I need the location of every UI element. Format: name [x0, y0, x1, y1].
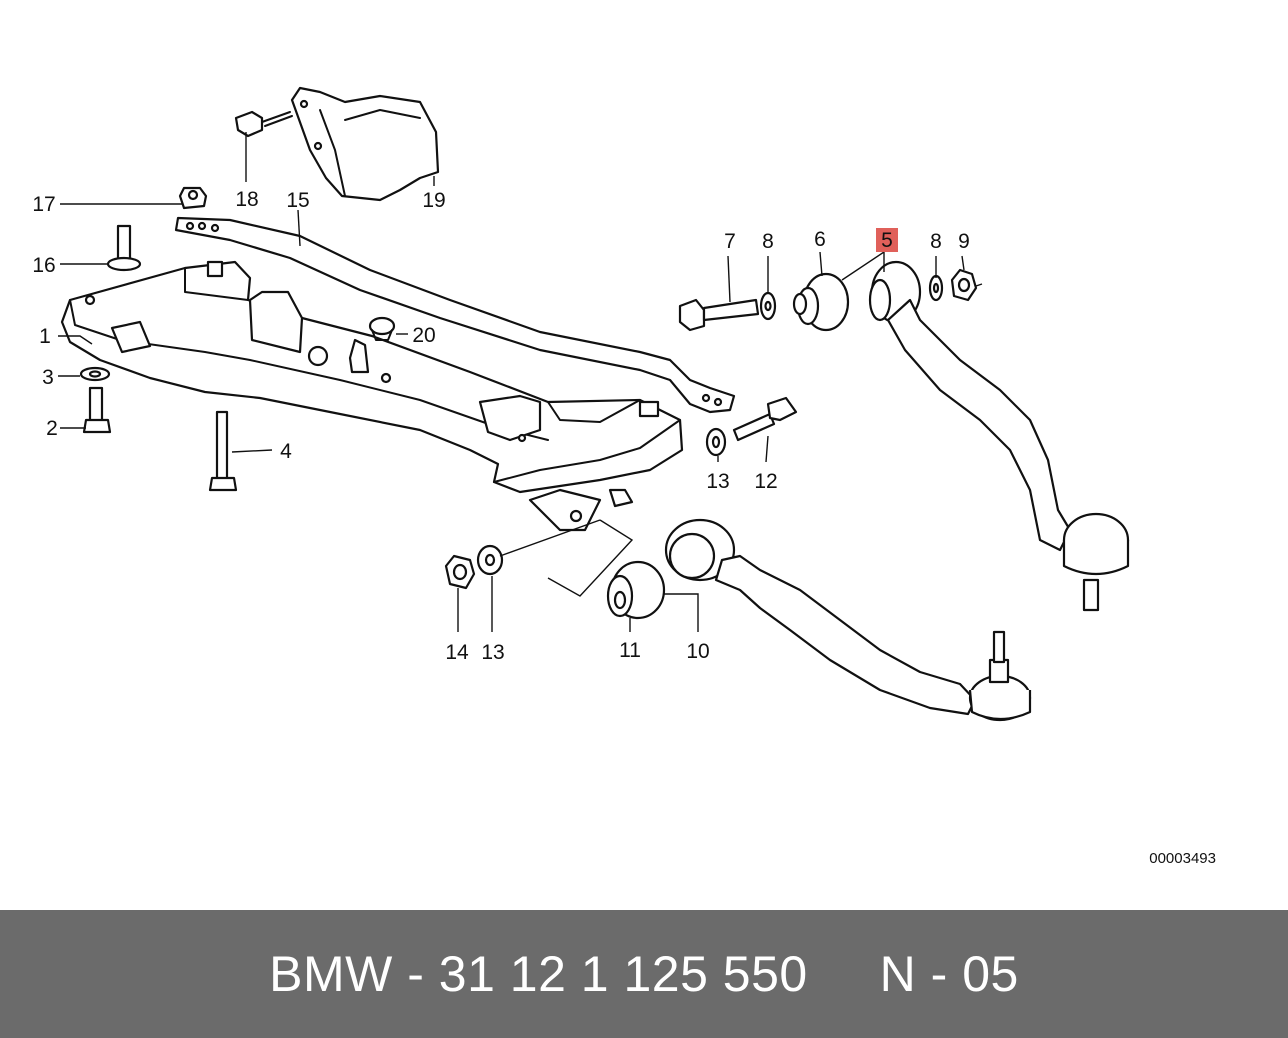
leader-lines: [58, 132, 965, 632]
assembly-line-lower: [499, 519, 601, 557]
label-8-left: 8: [762, 230, 774, 253]
label-6: 6: [814, 228, 826, 251]
parts-diagram: 17 16 1 3 2 4 18 15 19 20 7 8 6 5 8 9 13…: [32, 86, 1216, 867]
footer-bar: BMW - 31 12 1 125 550 N - 05: [0, 910, 1288, 1038]
nut-17: [178, 186, 208, 210]
control-arm-10: [664, 518, 1032, 722]
label-20: 20: [412, 324, 435, 347]
label-19: 19: [422, 189, 445, 212]
bolt-2: [82, 386, 112, 434]
label-15: 15: [286, 189, 309, 212]
bolt-4: [208, 410, 238, 492]
part-labels: 17 16 1 3 2 4 18 15 19 20 7 8 6 5 8 9 13…: [32, 188, 970, 664]
nut-14: [444, 554, 476, 590]
label-18: 18: [235, 188, 258, 211]
axle-carrier: [60, 260, 684, 532]
bushing-11: [606, 560, 666, 620]
washer-13-upper: [705, 427, 727, 457]
bolt-16: [106, 224, 142, 272]
label-13-upper: 13: [706, 470, 729, 493]
bracket-lines-lower: [547, 519, 634, 597]
label-12: 12: [754, 470, 777, 493]
label-9: 9: [958, 230, 970, 253]
label-4: 4: [280, 440, 292, 463]
label-10: 10: [686, 640, 709, 663]
label-3: 3: [42, 366, 54, 389]
label-11: 11: [619, 639, 641, 662]
label-2: 2: [46, 417, 58, 440]
bolt-7: [678, 298, 760, 332]
plug-20: [368, 316, 396, 341]
strut-bar: [174, 216, 736, 414]
label-14: 14: [445, 641, 469, 664]
label-1: 1: [39, 325, 51, 348]
bolt-12: [732, 396, 798, 442]
label-5: 5: [881, 229, 893, 252]
label-17: 17: [32, 193, 55, 216]
label-7: 7: [724, 230, 736, 253]
axis-line-right: [975, 283, 983, 287]
protection-plate: [290, 86, 440, 202]
part-number-caption: BMW - 31 12 1 125 550 N - 05: [269, 946, 1019, 1002]
label-13-lower: 13: [481, 641, 504, 664]
label-16: 16: [32, 254, 55, 277]
washer-3: [79, 366, 111, 382]
bolt-18: [234, 110, 293, 138]
nut-9: [950, 268, 978, 302]
control-arm-5: [868, 260, 1130, 612]
highlight-box: [876, 228, 898, 252]
label-8-right: 8: [930, 230, 942, 253]
exploded-view-drawing: 17 16 1 3 2 4 18 15 19 20 7 8 6 5 8 9 13…: [32, 86, 1216, 867]
diagram-reference-number: 00003493: [1149, 850, 1216, 867]
washer-8-left: [759, 291, 777, 321]
washer-8-right: [928, 274, 944, 302]
washer-13-lower: [476, 544, 504, 576]
bushing-6: [792, 272, 850, 332]
